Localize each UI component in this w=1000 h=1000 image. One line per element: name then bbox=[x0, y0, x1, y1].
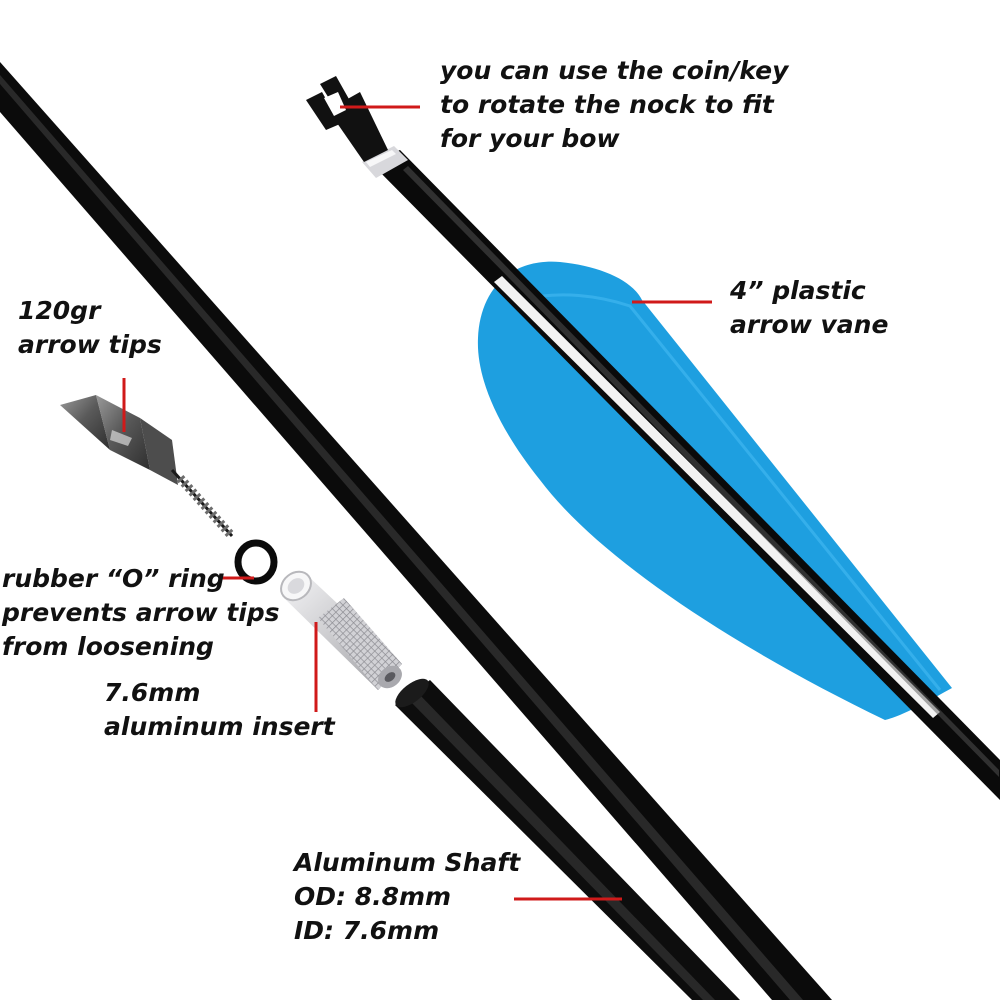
tips-callout-line-2: arrow tips bbox=[18, 330, 162, 359]
nock-callout-line-1: you can use the coin/key bbox=[440, 56, 789, 85]
insert-callout-line-2: aluminum insert bbox=[104, 712, 335, 741]
nock-callout-line-3: for your bow bbox=[440, 124, 620, 153]
o-ring-callout-line-2: prevents arrow tips bbox=[2, 598, 280, 627]
o-ring-callout-line-1: rubber “O” ring bbox=[2, 564, 225, 593]
shaft-callout: Aluminum Shaft OD: 8.8mm ID: 7.6mm bbox=[294, 846, 520, 948]
aluminum-insert bbox=[280, 570, 402, 690]
rubber-o-ring bbox=[234, 539, 278, 585]
aluminum-shaft-long bbox=[0, 62, 832, 1000]
shaft-callout-line-1: Aluminum Shaft bbox=[294, 848, 521, 877]
o-ring-callout-line-3: from loosening bbox=[2, 632, 214, 661]
nock-callout: you can use the coin/key to rotate the n… bbox=[440, 54, 788, 156]
nock bbox=[306, 76, 388, 162]
vane-callout-line-1: 4” plastic bbox=[730, 276, 866, 305]
tips-callout: 120gr arrow tips bbox=[18, 294, 162, 362]
o-ring-callout: rubber “O” ring prevents arrow tips from… bbox=[2, 562, 280, 664]
vane-callout: 4” plastic arrow vane bbox=[730, 274, 888, 342]
arrow-tip-120gr bbox=[60, 395, 234, 538]
shaft-callout-line-2: OD: 8.8mm bbox=[294, 882, 452, 911]
insert-callout: 7.6mm aluminum insert bbox=[104, 676, 335, 744]
aluminum-shaft-cut bbox=[395, 678, 740, 1000]
tips-callout-line-1: 120gr bbox=[18, 296, 101, 325]
leader-lines bbox=[122, 105, 712, 901]
shaft-callout-line-3: ID: 7.6mm bbox=[294, 916, 440, 945]
insert-callout-line-1: 7.6mm bbox=[104, 678, 201, 707]
nock-collar bbox=[362, 146, 408, 178]
arrow-fletched-section bbox=[306, 76, 1000, 800]
vane-callout-line-2: arrow vane bbox=[730, 310, 889, 339]
nock-callout-line-2: to rotate the nock to fit bbox=[440, 90, 774, 119]
